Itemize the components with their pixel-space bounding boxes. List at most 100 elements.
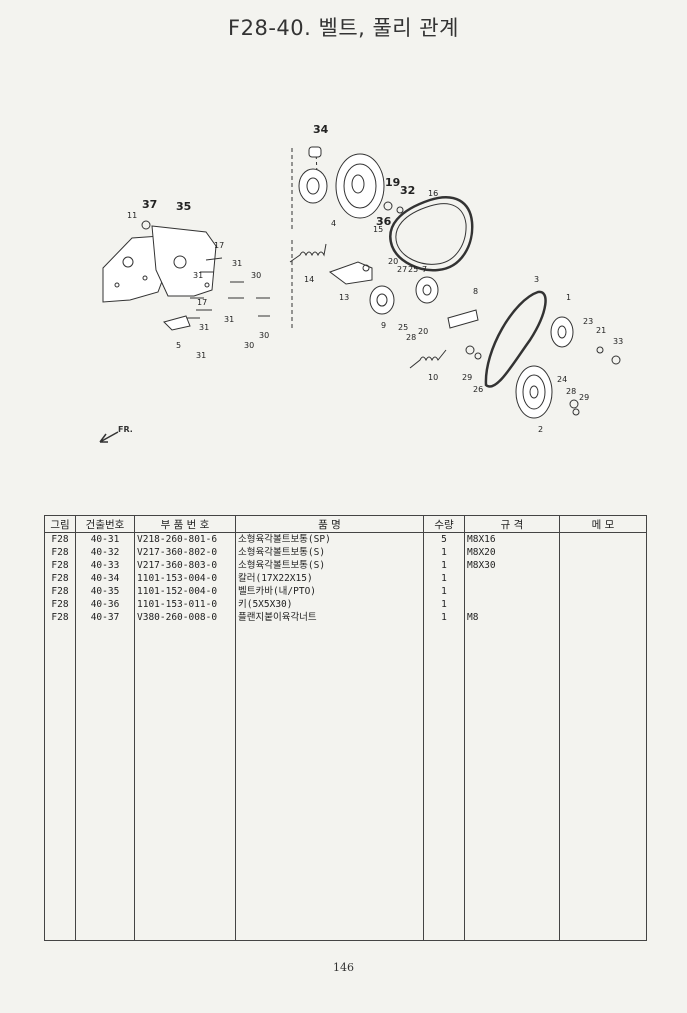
cell-spec: M8X16 [464,532,560,546]
svg-text:9: 9 [381,321,386,330]
cell-part: V218-260-801-6 [134,532,236,546]
belt-upper [389,195,474,272]
svg-text:10: 10 [428,373,438,382]
parts-table: 그림 건출번호 부 품 번 호 품 명 수량 규 격 메 모 F28 40-31… [44,515,647,941]
spring-upper [289,243,327,263]
fr-label: FR. [118,425,133,434]
svg-text:31: 31 [199,323,209,332]
svg-text:3: 3 [534,275,539,284]
cell-part: 1101-152-004-0 [134,585,236,598]
svg-text:30: 30 [259,331,269,340]
lever [447,309,479,329]
svg-text:29: 29 [462,373,472,382]
col-header-spec: 규 격 [464,515,560,533]
svg-text:8: 8 [473,287,478,296]
cell-name: 소형육각볼트보통(SP) [235,532,424,546]
cell-memo [559,546,647,559]
bracket-plate [102,235,165,303]
svg-text:17: 17 [197,298,207,307]
table-header-row: 그림 건출번호 부 품 번 호 품 명 수량 규 격 메 모 [44,515,647,533]
svg-text:25: 25 [408,265,418,274]
cell-name: 플랜지붙이육각너트 [235,611,424,624]
tension-arm [328,261,373,285]
svg-text:15: 15 [373,225,383,234]
cell-ref: 40-33 [75,559,135,572]
cell-fig: F28 [44,598,76,611]
table-row: F28 40-34 1101-153-004-0 칼러(17X22X15) 1 [44,572,647,585]
cell-memo [559,598,647,611]
table-row: F28 40-36 1101-153-011-0 키(5X5X30) 1 [44,598,647,611]
idler-pulley [369,285,395,315]
cell-fig: F28 [44,559,76,572]
cell-spec [464,585,560,598]
cell-qty: 5 [423,532,465,546]
svg-text:34: 34 [313,123,329,136]
cell-qty: 1 [423,598,465,611]
svg-text:31: 31 [224,315,234,324]
cell-spec [464,598,560,611]
cell-ref: 40-37 [75,611,135,624]
pulley-large [335,153,385,219]
table-row: F28 40-35 1101-152-004-0 벨트카바(내/PTO) 1 [44,585,647,598]
cell-fig: F28 [44,532,76,546]
svg-text:13: 13 [339,293,349,302]
cell-qty: 1 [423,611,465,624]
svg-text:23: 23 [583,317,593,326]
svg-text:16: 16 [428,189,438,198]
cell-ref: 40-31 [75,532,135,546]
col-header-memo: 메 모 [559,515,647,533]
belt-lower [484,290,547,388]
table-row: F28 40-31 V218-260-801-6 소형육각볼트보통(SP) 5 … [44,532,647,546]
svg-text:31: 31 [232,259,242,268]
belt-cover [151,225,217,297]
cell-ref: 40-35 [75,585,135,598]
cell-fig: F28 [44,546,76,559]
cell-name: 소형육각볼트보통(S) [235,546,424,559]
collar [308,146,322,158]
spring-lower [409,349,447,369]
table-row: F28 40-32 V217-360-802-0 소형육각볼트보통(S) 1 M… [44,546,647,559]
cell-name: 키(5X5X30) [235,598,424,611]
svg-text:17: 17 [214,241,224,250]
svg-text:5: 5 [176,341,181,350]
table-filler-row [44,624,647,941]
cell-part: V217-360-802-0 [134,546,236,559]
cell-ref: 40-36 [75,598,135,611]
cell-fig: F28 [44,572,76,585]
cell-ref: 40-34 [75,572,135,585]
svg-text:26: 26 [473,385,483,394]
svg-text:20: 20 [388,257,398,266]
svg-text:19: 19 [385,176,400,189]
svg-text:30: 30 [244,341,254,350]
cell-part: 1101-153-011-0 [134,598,236,611]
cell-spec: M8 [464,611,560,624]
cell-qty: 1 [423,572,465,585]
cell-memo [559,611,647,624]
svg-text:24: 24 [557,375,567,384]
page-title: F28-40. 벨트, 풀리 관계 [228,16,459,40]
svg-text:20: 20 [418,327,428,336]
svg-text:36: 36 [376,215,392,228]
cell-fig: F28 [44,585,76,598]
cell-memo [559,572,647,585]
cell-spec [464,572,560,585]
cell-name: 소형육각볼트보통(S) [235,559,424,572]
svg-text:29: 29 [579,393,589,402]
cell-qty: 1 [423,546,465,559]
svg-text:14: 14 [304,275,314,284]
cell-qty: 1 [423,559,465,572]
col-header-ref: 건출번호 [75,515,135,533]
svg-text:1: 1 [566,293,571,302]
svg-text:32: 32 [400,184,415,197]
cell-memo [559,532,647,546]
cell-part: 1101-153-004-0 [134,572,236,585]
parts-diagram: 34 37 35 11 17 31 30 31 17 31 31 5 31 30… [99,123,623,443]
svg-text:35: 35 [176,200,191,213]
svg-text:2: 2 [538,425,543,434]
col-header-name: 품 명 [235,515,424,533]
cell-memo [559,559,647,572]
svg-text:37: 37 [142,198,157,211]
svg-text:28: 28 [566,387,576,396]
cell-name: 칼러(17X22X15) [235,572,424,585]
cell-spec: M8X30 [464,559,560,572]
